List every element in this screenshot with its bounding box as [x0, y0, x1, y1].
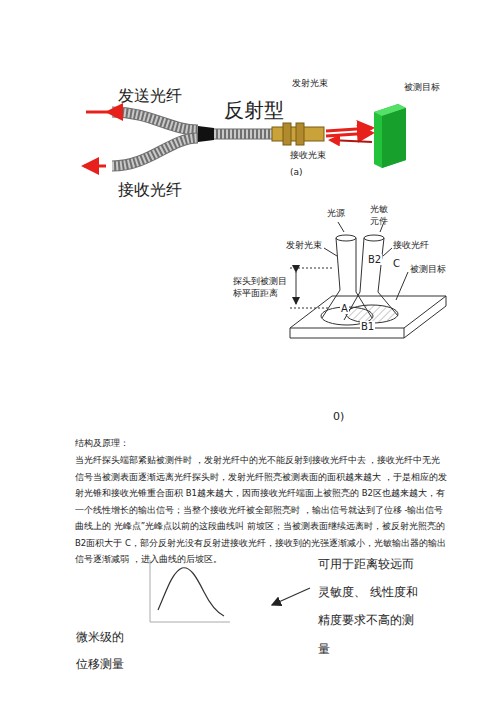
- fiber-label: 接收光纤: [118, 180, 182, 199]
- region-letter: A: [340, 303, 349, 314]
- target-label: 被测目标: [410, 264, 446, 275]
- response-curve: [150, 560, 310, 622]
- section-heading: 结构及原理：: [75, 438, 129, 449]
- source-label: 光源: [327, 208, 345, 219]
- beam-label: 发射光束: [292, 78, 328, 89]
- beam-label: 发射光束: [286, 240, 322, 251]
- probe-figure: [290, 222, 446, 338]
- note-text: 微米级的位移测量: [76, 624, 128, 678]
- region-letter: B2: [367, 254, 382, 265]
- region-letter: C: [392, 258, 401, 269]
- region-letter: B1: [360, 321, 375, 332]
- fiber-label: 发送光纤: [118, 86, 182, 105]
- fiber-label: 接收光纤: [393, 240, 429, 251]
- target-label: 被测目标: [404, 82, 440, 93]
- note-text: 可用于距离较远而灵敏度、 线性度和精度要求不高的测量: [318, 550, 418, 663]
- sensor-label: 光敏元件: [370, 204, 390, 227]
- figure-tag: 0): [333, 410, 344, 423]
- distance-label: 探头到被测目标平面距离: [232, 276, 292, 299]
- type-label: 反射型: [224, 98, 284, 122]
- body-text: 当光纤探头端部紧贴被测件时 ，发射光纤中的光不能反射到接收光纤中去 ，接收光纤中…: [75, 452, 447, 568]
- beam-label: 接收光束: [290, 150, 326, 161]
- figure-tag: (a): [290, 167, 303, 178]
